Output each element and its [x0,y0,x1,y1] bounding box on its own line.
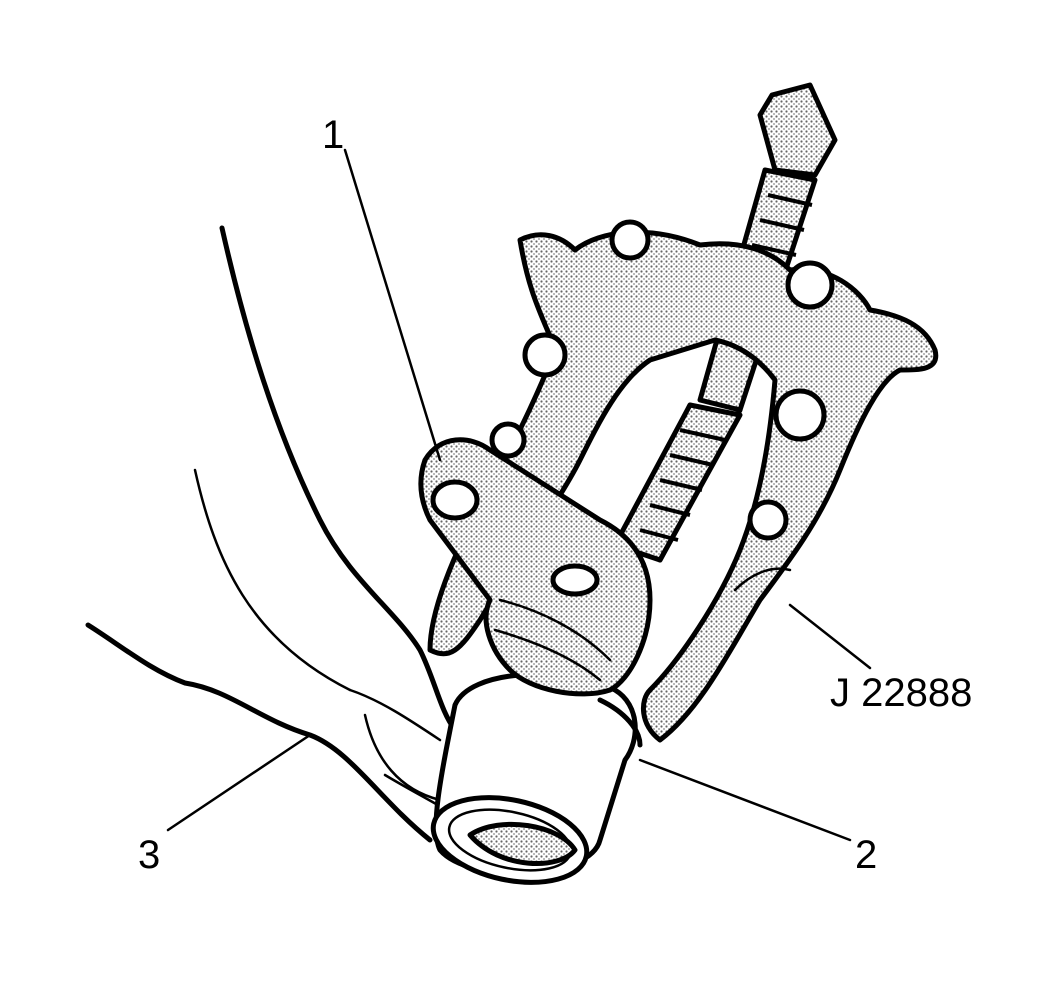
bushing [430,671,643,885]
tool-number-label: J 22888 [830,671,972,715]
forcing-screw [612,82,838,563]
callout-3: 3 [138,833,160,877]
control-arm [85,225,458,843]
callout-2: 2 [855,833,877,877]
leader-lines [166,148,872,842]
receiver-adapter [418,437,653,697]
callout-1: 1 [322,113,344,157]
puller-body [427,219,939,743]
